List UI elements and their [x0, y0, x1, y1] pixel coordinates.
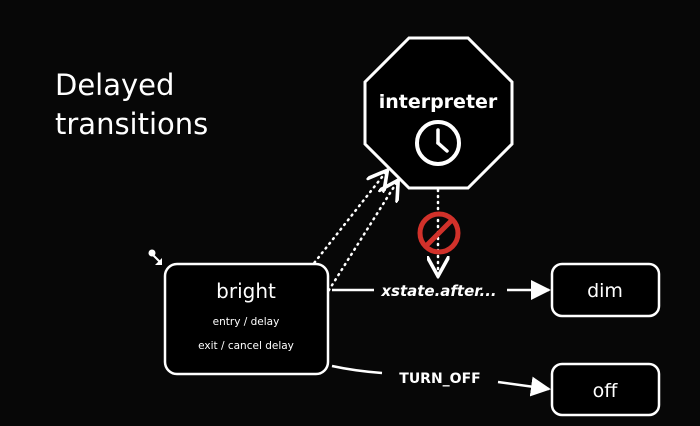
clock-icon: [415, 120, 461, 166]
state-bright[interactable]: bright entry / delay exit / cancel delay: [163, 262, 330, 376]
state-bright-entry-action: entry / delay: [213, 316, 280, 328]
after-event-label: xstate.after...: [380, 282, 496, 300]
interpreter-label: interpreter: [379, 91, 498, 113]
state-bright-label: bright: [216, 279, 276, 303]
state-off[interactable]: off: [550, 362, 661, 417]
title-line-1: Delayed: [55, 68, 175, 102]
turn-off-arrow: [497, 376, 551, 397]
slide-title: Delayed transitions: [55, 66, 208, 144]
turn-off-transition-line: [331, 364, 383, 375]
state-dim[interactable]: dim: [550, 262, 661, 318]
interpreter-node: interpreter: [363, 36, 514, 190]
interpreter-octagon: [363, 36, 514, 190]
entry-delay-dotted-link: [279, 172, 386, 307]
title-line-2: transitions: [55, 107, 209, 141]
state-off-label: off: [593, 380, 619, 402]
state-dim-label: dim: [587, 280, 623, 302]
initial-state-marker: [148, 249, 162, 265]
state-bright-exit-action: exit / cancel delay: [198, 340, 294, 352]
prohibited-icon: [417, 211, 461, 255]
turn-off-event-label: TURN_OFF: [399, 371, 480, 387]
